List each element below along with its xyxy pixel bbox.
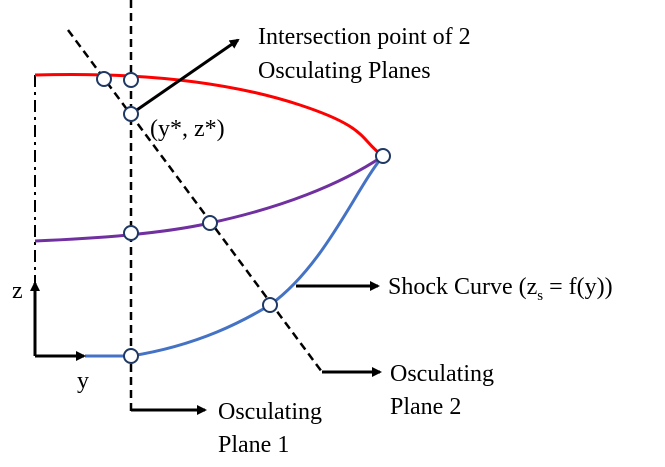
plane2-label-line1: Osculating (390, 361, 494, 387)
plane2-label-line2: Plane 2 (390, 394, 461, 420)
shock-curve-label-suffix: = f(y)) (543, 274, 613, 300)
tip-node (375, 148, 391, 164)
middle-plane1-node (123, 225, 139, 241)
shock-plane2-node (262, 297, 278, 313)
osculating-plane-2-line (66, 29, 324, 373)
intersection-label-line2: Osculating Planes (258, 58, 431, 84)
shock-curve-label-prefix: Shock Curve (z (388, 274, 537, 300)
plane1-label-line2: Plane 1 (218, 432, 289, 458)
intersection-node (123, 106, 139, 122)
z-axis-label: z (12, 278, 23, 304)
y-axis-label: y (77, 368, 89, 394)
shock-plane1-node (123, 348, 139, 364)
plane1-label-line1: Osculating (218, 399, 322, 425)
point-coordinate-label: (y*, z*) (150, 116, 225, 142)
shock-curve (85, 155, 385, 358)
middle-plane2-node (202, 215, 218, 231)
intersection-pointer-arrow (130, 38, 240, 116)
upper-plane1-node (123, 72, 139, 88)
intersection-label-line1: Intersection point of 2 (258, 24, 471, 50)
upper-plane2-node (96, 71, 112, 87)
shock-curve-label-subscript: s (537, 288, 543, 304)
upper-curve (34, 72, 384, 158)
shock-curve-label: Shock Curve (zs = f(y)) (388, 274, 613, 304)
